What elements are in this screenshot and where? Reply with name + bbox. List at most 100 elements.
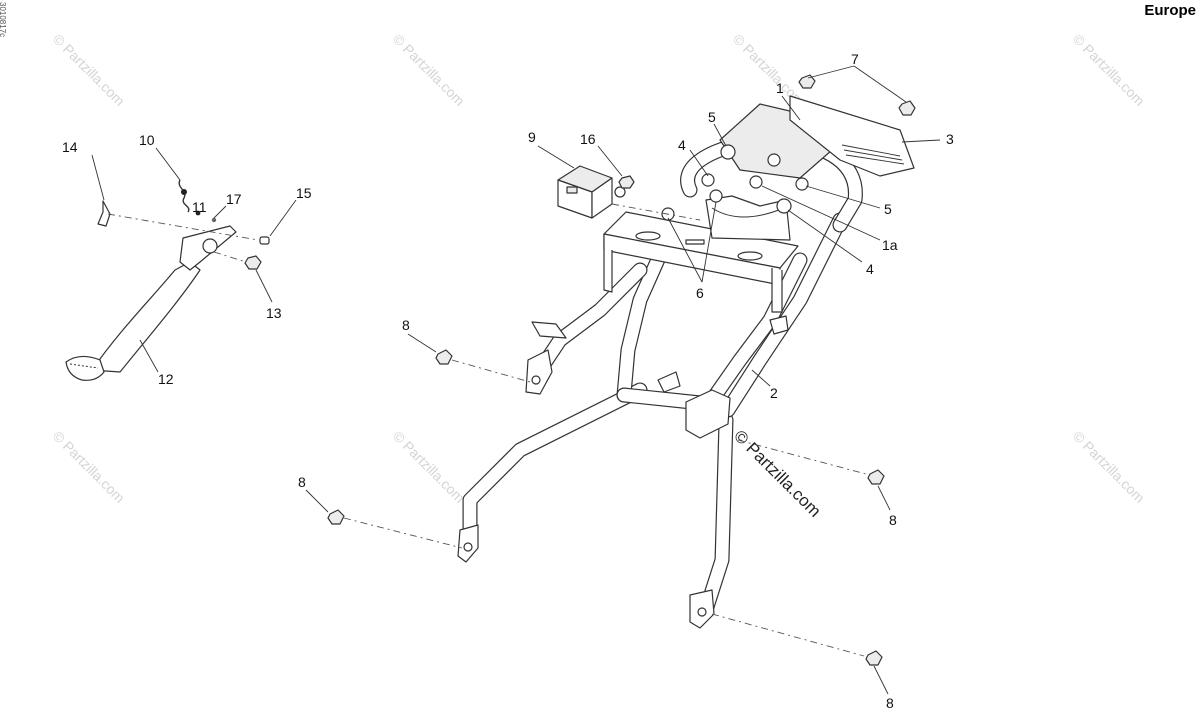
leader-10 <box>155 147 181 181</box>
mount-hole <box>463 542 473 552</box>
callout-1: 1 <box>776 80 784 96</box>
frame-mount-center <box>685 389 731 439</box>
watermark: © Partzilla.com <box>390 428 468 506</box>
leader-1 <box>781 95 801 121</box>
pedal-footplate <box>65 355 105 381</box>
document-id: 3010817c <box>0 2 7 38</box>
cotter-pin <box>195 210 201 216</box>
leader-4a <box>689 149 709 177</box>
callout-10: 10 <box>139 132 155 148</box>
frame-bolt-8a <box>435 349 453 365</box>
watermarks: © Partzilla.com © Partzilla.com © Partzi… <box>50 31 1148 506</box>
watermark: © Partzilla.com <box>50 428 128 506</box>
assembly-line <box>451 359 531 383</box>
leader-5b <box>805 185 881 209</box>
watermark: © Partzilla.com <box>730 31 808 109</box>
assembly-line <box>737 439 867 475</box>
frame-bolts <box>327 203 885 666</box>
frame-tube-lower-left-inner <box>463 383 647 547</box>
footplate-grip <box>69 363 99 369</box>
bracket-ribs <box>841 144 905 165</box>
callout-8: 8 <box>298 474 306 490</box>
leader-7 <box>807 65 907 103</box>
callout-6: 6 <box>696 285 704 301</box>
spring-coil <box>181 189 187 195</box>
frame-tab <box>769 315 789 335</box>
box-label <box>566 186 578 194</box>
leader-13 <box>255 269 273 303</box>
rear-frame <box>457 132 863 629</box>
gasket-curve <box>711 207 785 218</box>
leader-6 <box>667 201 717 283</box>
bolt-7a <box>798 74 816 89</box>
callout-15: 15 <box>296 185 312 201</box>
callout-3: 3 <box>946 131 954 147</box>
frame-bolt-8c <box>867 469 885 485</box>
leader-8d <box>873 665 889 695</box>
pedal-clip <box>97 200 111 227</box>
grommet-5a <box>720 144 736 160</box>
grommet-4c <box>776 198 792 214</box>
callout-8: 8 <box>402 317 410 333</box>
leader-9 <box>537 145 575 169</box>
frame-bolt-8b <box>327 509 345 525</box>
plate-bracket-left <box>603 234 613 293</box>
callout-1a: 1a <box>882 237 898 253</box>
callout-5: 5 <box>884 201 892 217</box>
frame-bolt-8d <box>865 650 883 666</box>
plate-bracket-right <box>771 268 783 313</box>
electronics-box <box>557 165 635 219</box>
leader-16 <box>597 145 623 177</box>
callout-8: 8 <box>886 695 894 710</box>
callout-13: 13 <box>266 305 282 321</box>
leader-15 <box>269 199 297 237</box>
tail-bracket-3 <box>789 95 915 177</box>
pivot-bolt <box>259 236 270 245</box>
leader-8a <box>407 333 437 353</box>
box-grommet <box>614 186 626 198</box>
watermark: © Partzilla.com <box>390 31 468 109</box>
leader-2 <box>751 369 771 387</box>
grommet-4a <box>701 173 715 187</box>
leader-1a <box>761 185 881 241</box>
watermark: © Partzilla.com <box>50 31 128 109</box>
callout-7: 7 <box>851 51 859 67</box>
leader-lines <box>91 65 941 695</box>
washer <box>211 217 217 223</box>
leader-5a <box>713 123 727 147</box>
brake-pedal-arm <box>91 261 201 373</box>
region-title: Europe <box>1144 2 1196 19</box>
plate-hole <box>635 231 661 241</box>
assembly-line <box>213 251 247 263</box>
assembly-line <box>711 613 865 657</box>
callout-4: 4 <box>866 261 874 277</box>
grommet-1a <box>749 175 763 189</box>
frame-tube-left-diagonal-inner <box>533 263 647 377</box>
watermark: © Partzilla.com <box>1070 31 1148 109</box>
leader-4b <box>787 209 863 263</box>
watermark: © Partzilla.com <box>1070 428 1148 506</box>
leader-17 <box>213 205 227 219</box>
callout-17: 17 <box>226 191 242 207</box>
tail-bracket-assembly <box>661 74 916 241</box>
frame-tube-lower-left <box>462 382 648 548</box>
grommet-4b <box>767 153 781 167</box>
callouts: 14 10 11 17 15 13 12 9 16 8 8 8 8 7 1 3 … <box>62 51 954 711</box>
callout-4: 4 <box>678 137 686 153</box>
assembly-line <box>107 213 259 241</box>
bolt-7b <box>898 100 916 116</box>
callout-5: 5 <box>708 109 716 125</box>
mount-hole <box>697 607 707 617</box>
frame-tube-upper-left-inner <box>617 248 667 402</box>
grommet-5b <box>795 177 809 191</box>
return-spring <box>178 179 190 213</box>
plate-hole <box>737 251 763 261</box>
callout-2: 2 <box>770 385 778 401</box>
callout-12: 12 <box>158 371 174 387</box>
mount-hole <box>531 375 541 385</box>
assembly-line <box>611 203 701 221</box>
brake-pedal-assembly <box>65 179 270 381</box>
leader-8b <box>305 489 329 513</box>
frame-tab <box>657 371 681 393</box>
